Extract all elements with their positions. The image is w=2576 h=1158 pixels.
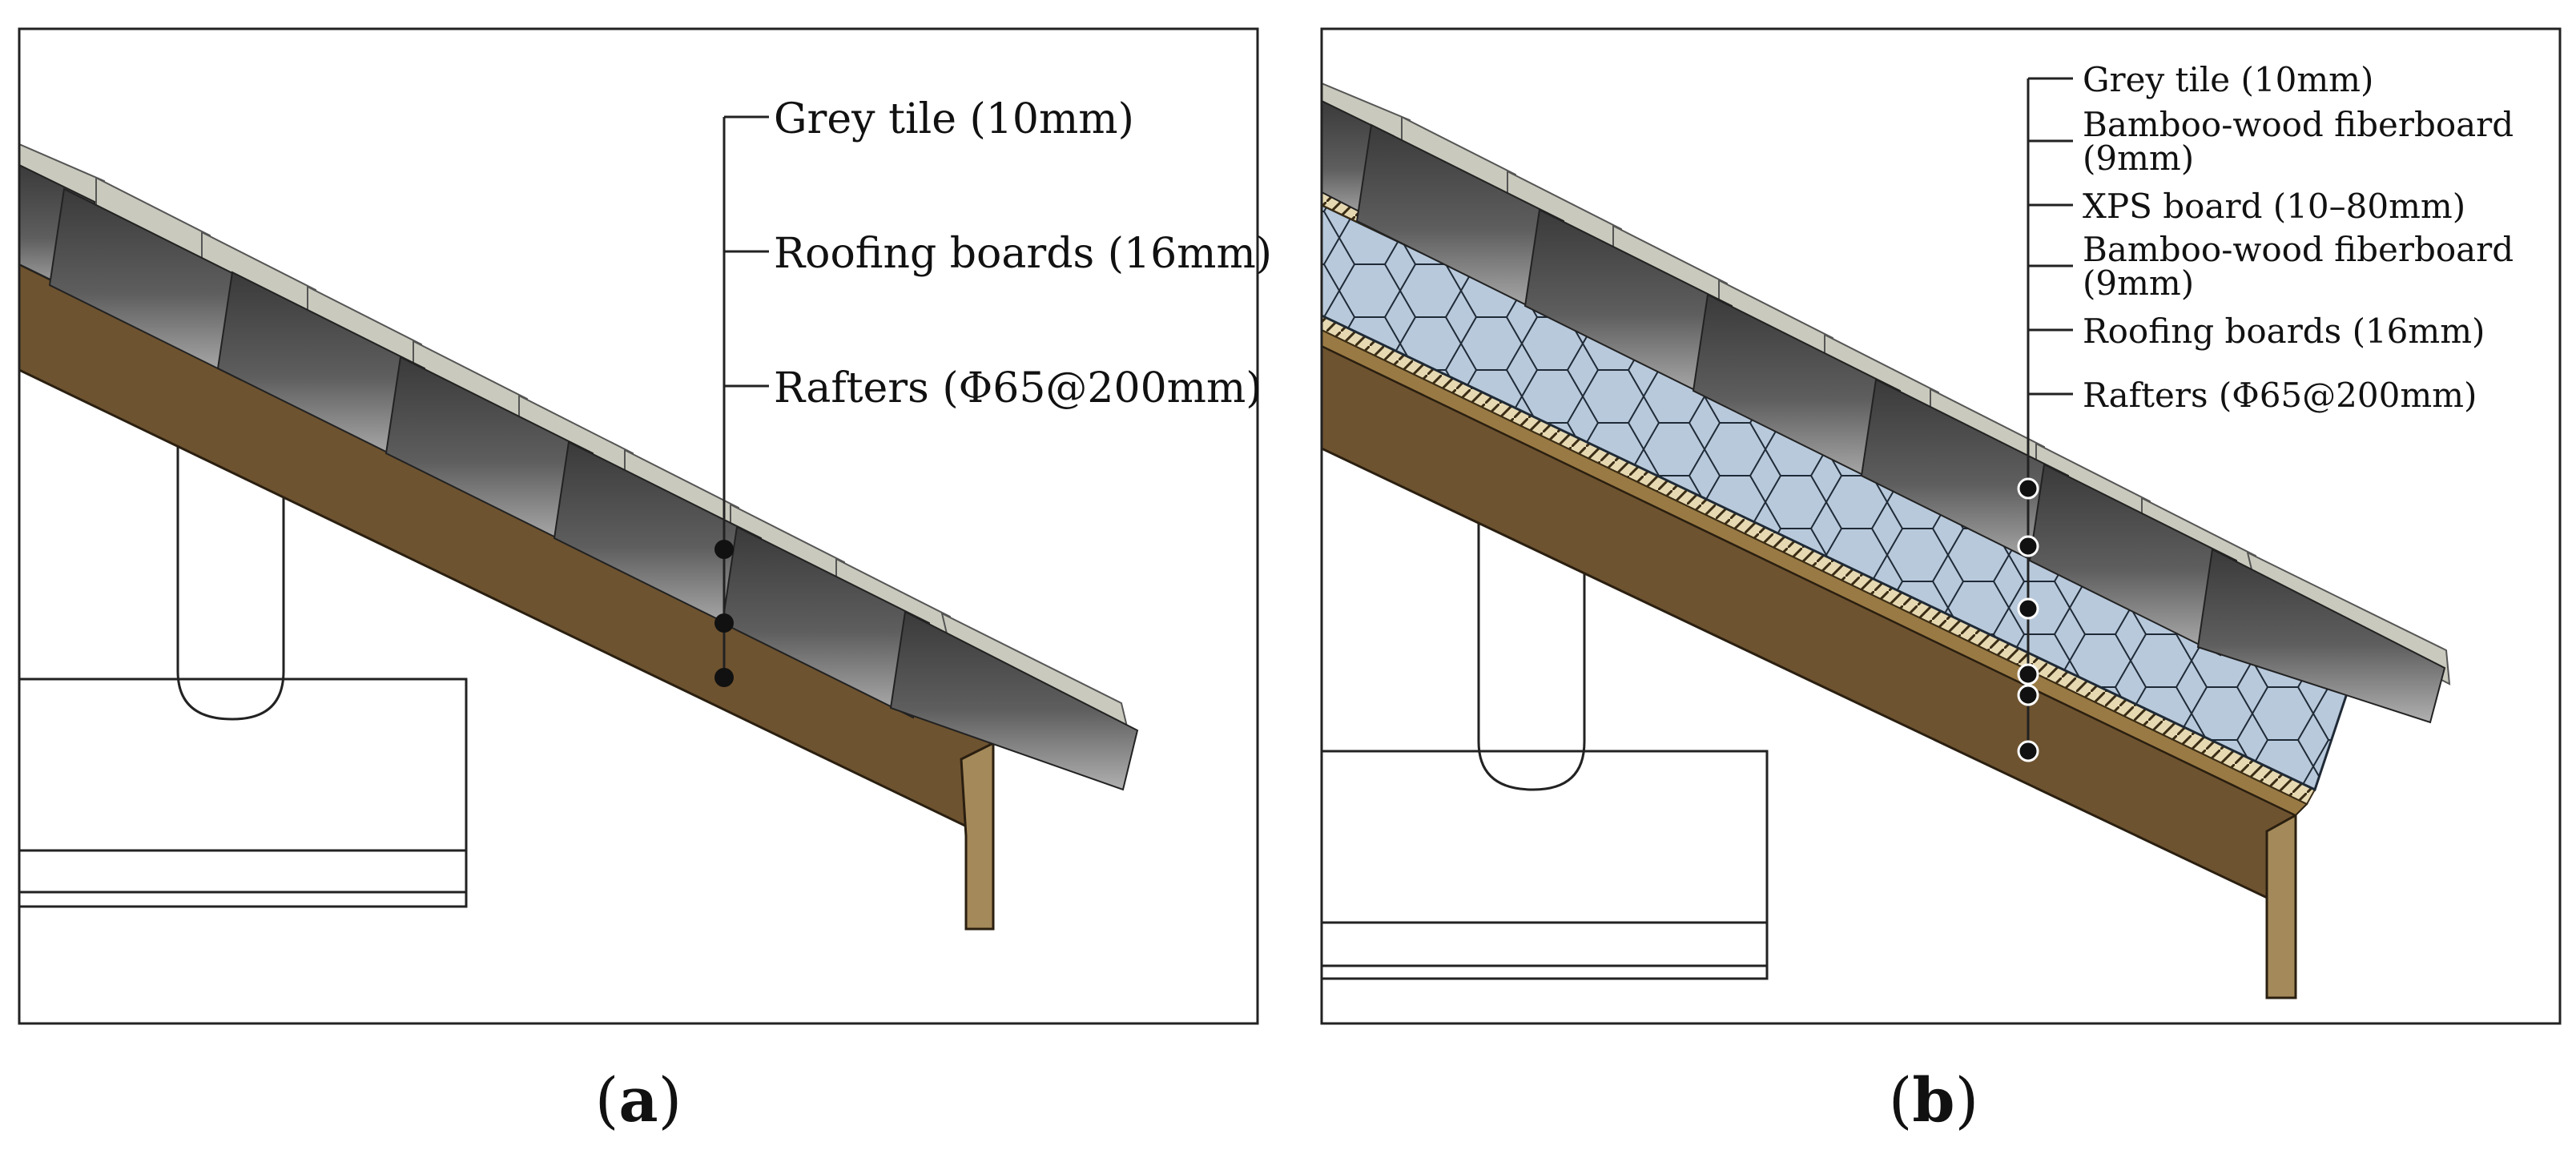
panel-b-dot-xps (2017, 597, 2039, 620)
panel-b-label-fiberboard-upper-thickness: (9mm) (2083, 139, 2194, 178)
panel-a-dark-tiles (19, 163, 1139, 791)
panel-b-label-grey-tile: Grey tile (10mm) (2083, 60, 2373, 99)
panel-a-post-outline (176, 439, 285, 721)
panel-b-frame (1320, 27, 2562, 1025)
panel-b-post-outline (1477, 517, 1586, 791)
panel-b-label-fiberboard-lower-thickness: (9mm) (2083, 263, 2194, 303)
panel-a-drawing (19, 115, 1139, 931)
panel-b-label-roofing-boards: Roofing boards (16mm) (2083, 312, 2485, 351)
panel-a-dot-board (714, 613, 734, 633)
panel-a-label-roofing-boards: Roofing boards (16mm) (774, 230, 1272, 278)
panel-b-dot-fiberboard-lower (2017, 663, 2039, 686)
panel-a-dot-tile (714, 540, 734, 559)
panel-b-caption-letter: b (1912, 1064, 1954, 1136)
panel-a: Grey tile (10mm) Roofing boards (16mm) R… (18, 27, 1272, 1136)
panel-b-beam-outline (1322, 750, 1769, 980)
panel-b-caption: (b) (1889, 1064, 1978, 1136)
panel-a-rafter-end (960, 741, 995, 931)
panel-b-label-rafters: Rafters (Φ65@200mm) (2083, 376, 2477, 415)
panel-b-label-fiberboard-lower: Bamboo-wood fiberboard (2083, 230, 2514, 269)
panel-a-dot-rafter (714, 668, 734, 687)
panel-a-caption-letter: a (618, 1064, 658, 1136)
panel-b-dark-tiles (1322, 99, 2446, 724)
panel-a-rafter (19, 263, 995, 842)
panel-a-label-rafters: Rafters (Φ65@200mm) (774, 364, 1262, 412)
panel-b-label-xps: XPS board (10–80mm) (2083, 187, 2465, 226)
panel-b-label-fiberboard-upper: Bamboo-wood fiberboard (2083, 105, 2514, 144)
panel-a-beam-outline (19, 678, 468, 908)
panel-a-frame (18, 27, 1259, 1025)
panel-b-dot-rafter (2017, 740, 2039, 762)
panel-b-dot-roofing-board (2017, 684, 2039, 706)
panel-b-dot-tile (2017, 477, 2039, 500)
panel-b-rafter-end (2265, 813, 2297, 999)
panel-b-dot-fiberboard-upper (2017, 535, 2039, 557)
panel-b-dots (2017, 477, 2039, 762)
panel-b: Grey tile (10mm) Bamboo-wood fiberboard … (1320, 27, 2562, 1136)
panel-a-caption: (a) (595, 1064, 682, 1136)
panel-b-drawing (1322, 77, 2451, 999)
panel-a-label-grey-tile: Grey tile (10mm) (774, 95, 1134, 143)
